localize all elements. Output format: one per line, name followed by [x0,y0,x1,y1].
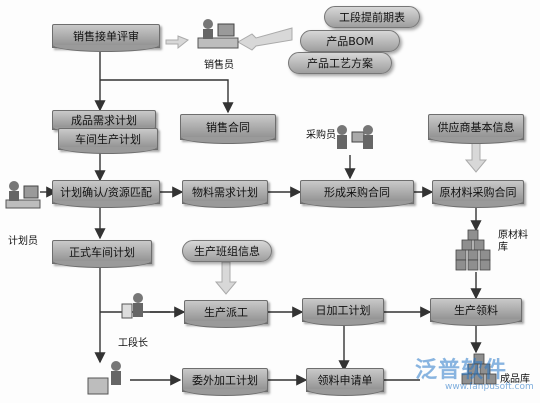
node-production-dispatch: 生产派工 [184,300,268,328]
node-purchase-contract-forming: 形成采购合同 [300,180,414,208]
block-arrow-actor-to-n1 [165,35,189,50]
node-sales-contract: 销售合同 [180,114,276,144]
block-arrow-n9-to-n8 [464,141,488,173]
scroll-product-bom: 产品BOM [300,30,400,52]
raw-material-warehouse-icon [455,229,491,271]
block-arrow-n11-to-n12 [214,261,238,295]
purchaser-icon [337,125,373,149]
node-picking-request: 领料申请单 [306,368,384,396]
purchaser-label: 采购员 [306,130,336,141]
finished-goods-warehouse-icon [461,353,497,385]
node-daily-processing-plan: 日加工计划 [302,298,384,326]
node-production-picking: 生产领料 [430,298,522,326]
raw-material-warehouse-label: 原材料 库 [498,230,528,253]
scroll-process-plan: 产品工艺方案 [288,52,392,74]
block-arrow-scrolls-to-n1 [236,27,293,51]
foreman-icon [121,293,143,319]
node-plan-confirm: 计划确认/资源匹配 [52,180,160,208]
salesperson-label: 销售员 [204,60,234,71]
salesperson-icon [197,19,239,49]
connector-n1-n4 [100,79,234,114]
watermark-text: 泛普软件 [415,358,508,383]
node-outsourcing-plan: 委外加工计划 [182,368,268,396]
node-material-requirement-plan: 物料需求计划 [182,180,268,208]
finished-goods-warehouse-label: 成品库 [500,374,530,385]
node-workshop-production-plan: 车间生产计划 [58,128,158,154]
outsourcing-actor-icon [87,361,121,395]
watermark-url: www.fanpusoft.com [445,382,534,392]
node-raw-material-purchase-contract: 原材料采购合同 [432,180,524,208]
planner-icon [5,181,41,209]
node-supplier-info: 供应商基本信息 [428,114,524,144]
foreman-label: 工段长 [118,338,148,349]
node-sales-order-review: 销售接单评审 [52,24,160,52]
scroll-stage-leadtime: 工段提前期表 [324,6,420,28]
planner-label: 计划员 [8,236,38,247]
node-formal-workshop-plan: 正式车间计划 [52,240,152,268]
node-production-team-info: 生产班组信息 [182,240,272,262]
node-product-demand-plan: 成品需求计划 [52,110,156,134]
